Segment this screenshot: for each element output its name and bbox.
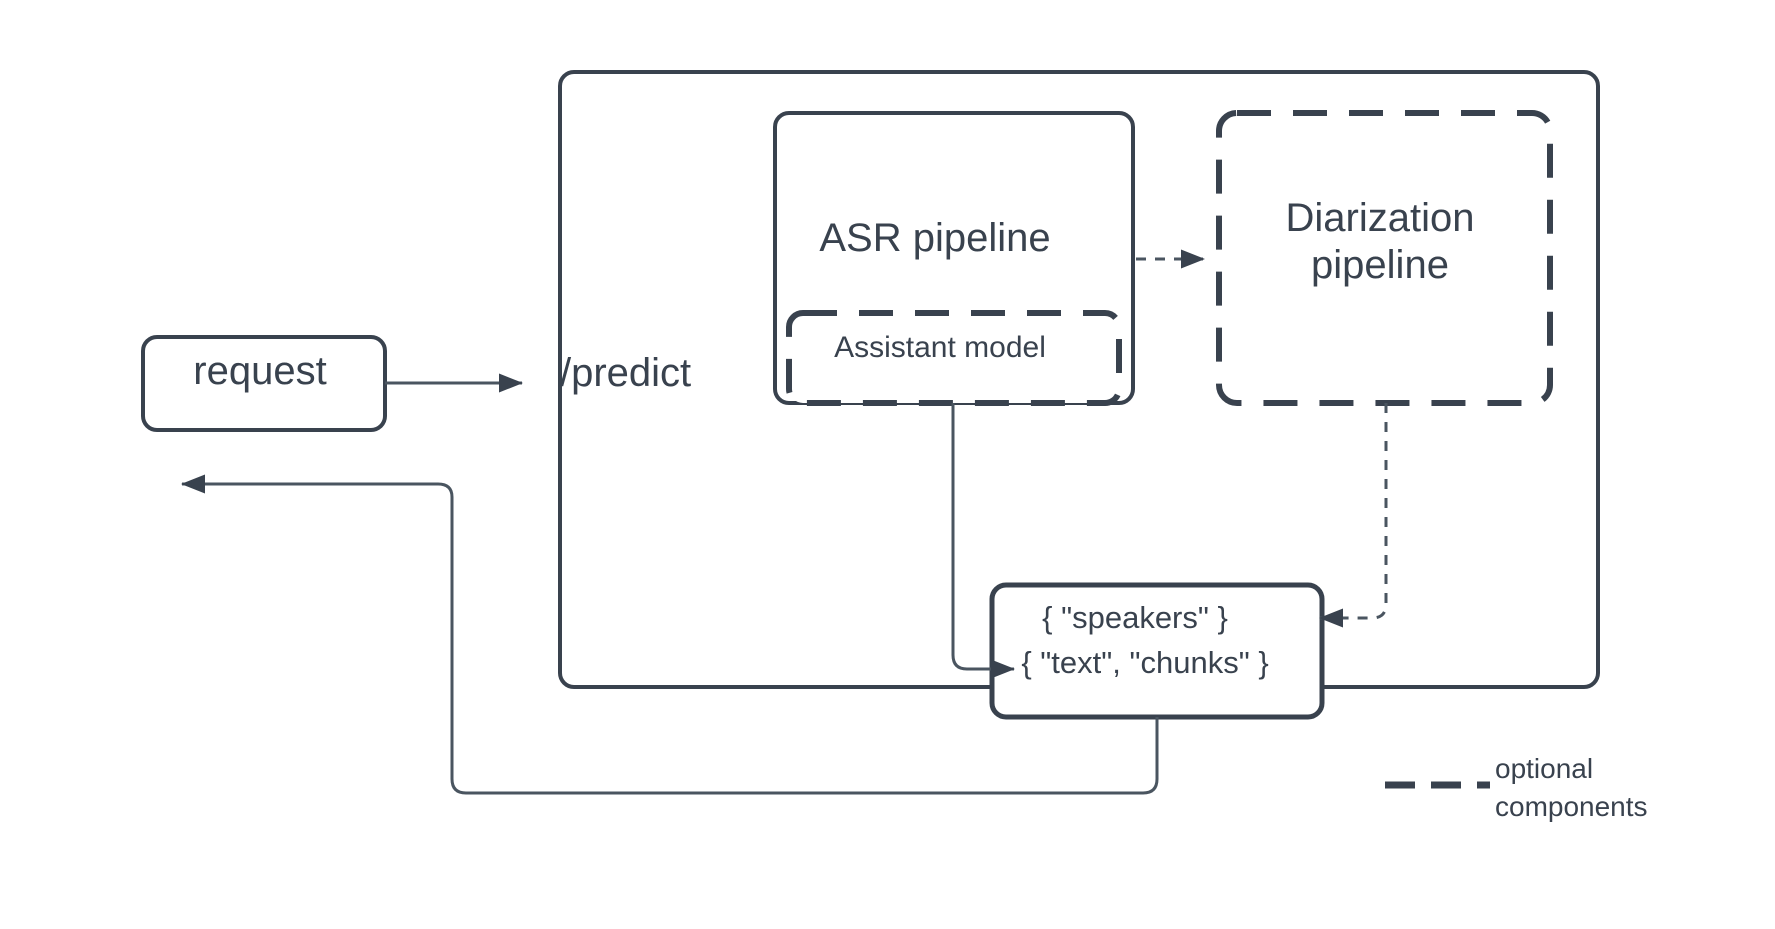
assistant-model-label: Assistant model	[834, 331, 1046, 364]
predict-label: /predict	[560, 351, 692, 395]
output-speakers-label: { "speakers" }	[1042, 600, 1228, 635]
legend-label: optional components	[1495, 750, 1755, 826]
edge-output-to-response	[181, 474, 1159, 795]
asr-pipeline-label: ASR pipeline	[819, 216, 1051, 260]
edge-diarization-to-speakers	[1319, 403, 1388, 628]
assistant-model-box[interactable]	[786, 310, 1122, 406]
output-chunks-label: { "text", "chunks" }	[1021, 645, 1269, 680]
edge-assistant-to-chunks	[951, 403, 1015, 679]
legend-line-1: optional	[1495, 753, 1594, 784]
legend-line-2: components	[1495, 790, 1648, 822]
diarization-pipeline-label: Diarization pipeline	[1285, 196, 1475, 288]
request-label: request	[193, 349, 327, 393]
